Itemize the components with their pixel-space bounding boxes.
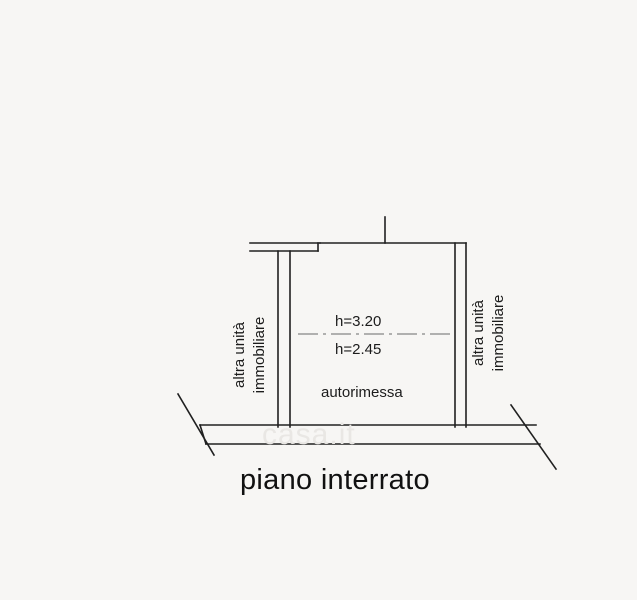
left-unit-line2: immobiliare — [251, 316, 268, 394]
right-unit-label: altra unità immobiliare — [469, 278, 511, 388]
break-mark-left — [176, 392, 216, 457]
left-unit-label: altra unità immobiliare — [230, 300, 272, 410]
left-unit-line1: altra unità — [231, 322, 248, 388]
room-name: autorimessa — [321, 384, 403, 401]
room-height-top: h=3.20 — [335, 313, 382, 330]
right-unit-line1: altra unità — [470, 300, 487, 366]
floor-label: piano interrato — [240, 464, 430, 496]
watermark-text: casa.it — [262, 418, 356, 451]
right-unit-line2: immobiliare — [490, 294, 507, 372]
room-height-bottom: h=2.45 — [335, 341, 382, 358]
break-mark-right — [509, 403, 558, 471]
